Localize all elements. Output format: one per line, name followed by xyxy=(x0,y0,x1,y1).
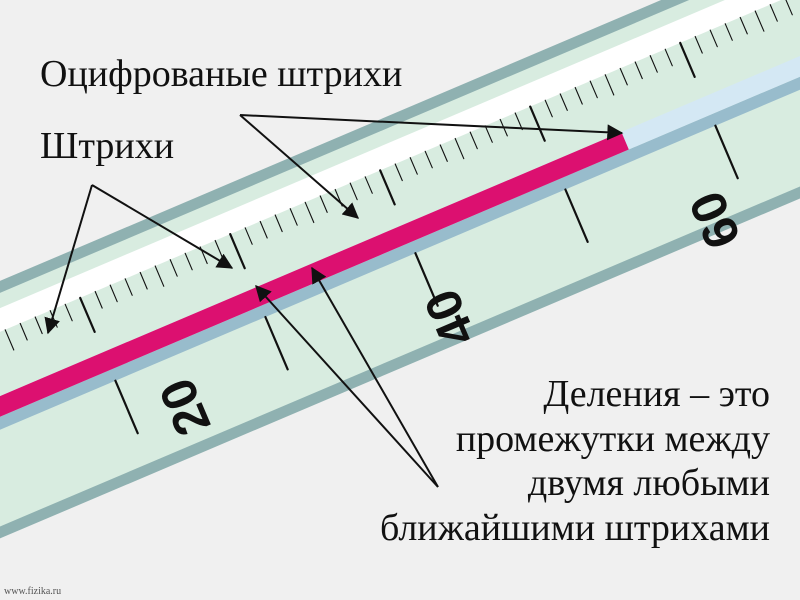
minor-stroke xyxy=(484,125,493,143)
divisions-line-1: Деления – это xyxy=(543,373,770,415)
minor-stroke xyxy=(34,316,43,335)
minor-stroke xyxy=(439,144,448,162)
minor-stroke xyxy=(649,55,658,73)
minor-stroke xyxy=(409,157,418,175)
divisions-line-2: промежутки между xyxy=(455,417,770,460)
major-stroke-lower xyxy=(264,315,289,371)
pointer-arrow xyxy=(239,114,624,141)
minor-stroke xyxy=(785,0,793,16)
minor-stroke xyxy=(289,208,298,226)
minor-stroke xyxy=(259,220,268,239)
major-stroke xyxy=(79,296,96,333)
minor-stroke xyxy=(184,252,193,271)
divisions-line-3: двумя любыми xyxy=(527,462,770,504)
minor-stroke xyxy=(574,86,583,105)
minor-stroke xyxy=(514,112,523,131)
major-stroke-lower xyxy=(714,124,739,180)
pointer-arrows xyxy=(44,114,624,488)
scale-strokes xyxy=(4,0,793,435)
pointer-arrow xyxy=(91,184,234,269)
major-stroke xyxy=(379,169,396,206)
site-credit: www.fizika.ru xyxy=(4,586,62,597)
minor-stroke xyxy=(559,93,568,111)
minor-stroke xyxy=(304,201,315,224)
minor-stroke xyxy=(154,265,165,287)
minor-stroke xyxy=(454,137,465,160)
minor-stroke xyxy=(739,16,748,35)
pointer-arrow xyxy=(239,114,360,219)
minor-stroke xyxy=(709,29,718,48)
minor-stroke xyxy=(634,61,643,80)
minor-stroke xyxy=(244,227,253,245)
major-stroke xyxy=(529,105,546,142)
minor-stroke xyxy=(139,271,148,290)
minor-stroke xyxy=(109,284,118,303)
label-divisions-definition: Деления – это промежутки между двумя люб… xyxy=(380,372,770,550)
major-stroke-lower xyxy=(114,379,139,435)
minor-stroke xyxy=(349,182,358,201)
minor-stroke xyxy=(94,290,103,309)
minor-stroke xyxy=(364,176,373,194)
major-stroke xyxy=(679,41,696,79)
minor-stroke xyxy=(694,35,703,54)
minor-stroke xyxy=(274,214,283,233)
minor-stroke xyxy=(394,163,403,182)
label-strokes: Штрихи xyxy=(40,125,175,167)
major-stroke-lower xyxy=(564,188,589,243)
pointer-arrow xyxy=(311,266,439,488)
capillary-shadow xyxy=(0,76,800,430)
minor-stroke xyxy=(424,150,433,169)
minor-stroke xyxy=(724,23,733,41)
major-stroke xyxy=(229,233,246,270)
minor-stroke xyxy=(19,322,28,341)
minor-stroke xyxy=(169,259,178,277)
major-stroke-lower xyxy=(414,252,439,307)
minor-stroke xyxy=(469,131,478,150)
pointer-arrow xyxy=(255,285,439,488)
minor-stroke xyxy=(4,329,15,351)
minor-stroke xyxy=(664,48,673,67)
white-band xyxy=(0,0,782,332)
minor-stroke xyxy=(754,10,765,32)
minor-stroke xyxy=(604,74,615,96)
minor-stroke xyxy=(769,4,778,22)
minor-stroke xyxy=(619,67,628,86)
divisions-line-4: ближайшими штрихами xyxy=(379,506,770,549)
minor-stroke xyxy=(319,195,328,213)
minor-stroke xyxy=(64,303,73,322)
pointer-arrow xyxy=(44,184,93,335)
minor-stroke xyxy=(544,99,553,118)
minor-stroke xyxy=(589,80,598,99)
label-digitized-strokes: Оцифрованые штрихи xyxy=(40,53,403,95)
minor-stroke xyxy=(124,278,133,296)
